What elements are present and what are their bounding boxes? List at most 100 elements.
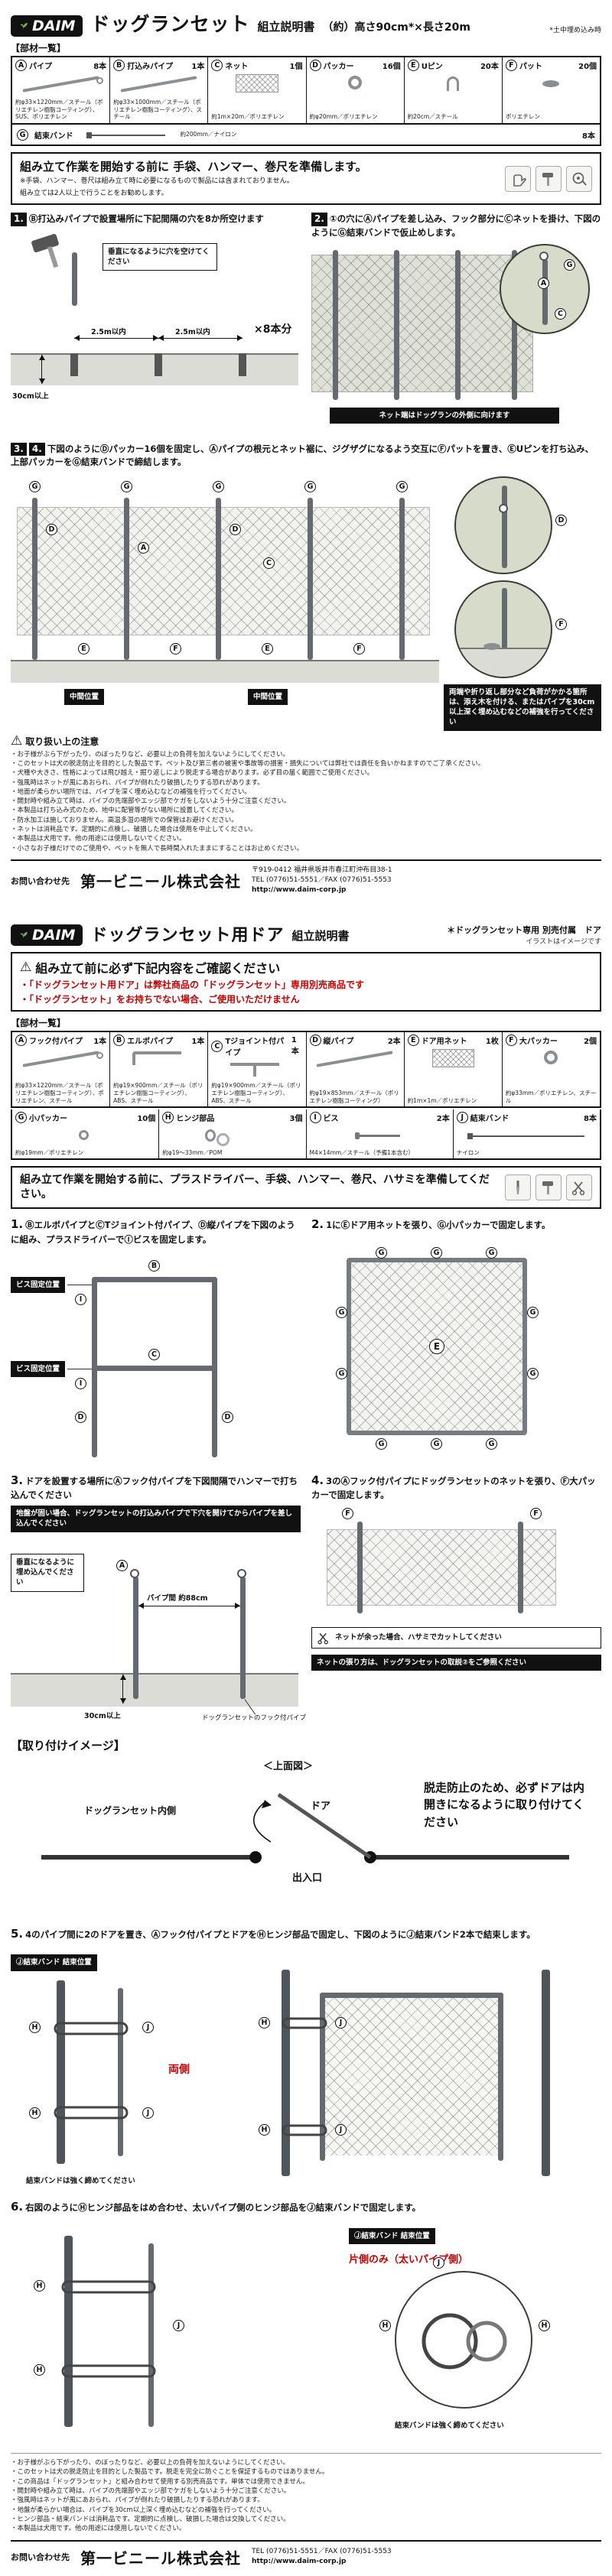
ground-shape xyxy=(11,659,439,683)
hook-shape xyxy=(539,251,549,261)
hinge-links-art xyxy=(61,2280,156,2378)
depth-dimension-line xyxy=(119,1674,126,1704)
part-desc: 約1m×1m／ポリエチレン xyxy=(407,1096,477,1104)
hook-shape xyxy=(237,1568,246,1578)
step-number: 2. xyxy=(311,213,327,226)
sheet2-header: DAIM ドッグランセット用ドア 組立説明書 ＊ドッグランセット専用 別売付属 … xyxy=(11,921,601,947)
confirmation-line: ・「ドッグランセット用ドア」は弊社商品の「ドッグランセット」専用別売商品です xyxy=(20,979,365,991)
part-desc: ナイロン xyxy=(456,1148,480,1156)
hard-ground-warning: 地盤が固い場合、ドッグランセットの打込みパイプで下穴を開けてからパイプを差し込ん… xyxy=(11,1506,301,1532)
net-shape xyxy=(327,1529,556,1606)
doc-type: 組立説明書 xyxy=(291,929,350,944)
base-detail-callout xyxy=(454,580,552,678)
net-outside-note: ネット端はドッグランの外側に向けます xyxy=(330,407,559,424)
inward-opening-warning: 脱走防止のため、必ずドアは内開きになるように取り付けてください xyxy=(424,1780,585,1829)
spacing-label-2: 2.5m以内 xyxy=(175,327,210,336)
tie-position-label: Ⓙ結束バンド 結束位置 xyxy=(349,2228,435,2245)
step-text: 4のパイプ間に2のドアを置き、Ⓐフック付パイプとドアをⒽヒンジ部品で固定し、下図… xyxy=(25,1928,536,1940)
part-qty: 10個 xyxy=(137,1115,156,1124)
part-letter: G xyxy=(17,128,28,141)
label-F: F xyxy=(555,618,567,630)
step-number: 4. xyxy=(311,1473,324,1487)
label-E: E xyxy=(429,1338,444,1354)
door-pipe-shape xyxy=(118,1988,123,2157)
label-G: G xyxy=(527,1367,539,1379)
elbow-pipe-shape xyxy=(92,1276,217,1282)
label-G: G xyxy=(486,1437,497,1450)
caution-line: ・本製品は打ち込み式のため、地中に配管等がない場所に設置してください。 xyxy=(11,807,238,815)
hinge-detail-callout xyxy=(395,2271,532,2409)
part-desc: 約φ19～33mm／POM xyxy=(162,1148,223,1156)
part-qty: 20個 xyxy=(578,63,597,71)
label-E: E xyxy=(78,642,90,655)
dogrun-inside-label: ドッグランセット内側 xyxy=(84,1804,177,1816)
hole-count-label: ×8本分 xyxy=(254,323,292,336)
cable-tie-illustration xyxy=(81,129,173,140)
part-name: ビス xyxy=(323,1115,339,1124)
part-desc: 約φ19×853mm／スチール（ポリエチレン樹脂コーティング） xyxy=(309,1089,399,1104)
pipe-shape xyxy=(518,1522,523,1614)
handling-caution-title: 取り扱い上の注意 xyxy=(25,736,99,747)
door-frame-diagram: B C D D I I ビス固定位置 ビス固定位置 xyxy=(11,1251,301,1465)
caution-line: ・地面が柔らかい場所では、パイプを深く埋め込むなどの補強を行ってください。 xyxy=(11,788,251,796)
pipe-shape xyxy=(308,497,313,660)
part-letter: G xyxy=(15,1112,27,1124)
large-packer-illustration xyxy=(507,1048,595,1068)
pipe-shape xyxy=(394,249,399,400)
doc-type: 組立説明書 xyxy=(257,20,315,34)
confirmation-title-row: ⚠ 組み立て前に必ず下記内容をご確認ください xyxy=(20,958,592,976)
part-desc: ポリエチレン xyxy=(505,113,540,121)
hinge-fit-overview: H H J xyxy=(11,2228,338,2442)
door-label: ドア xyxy=(311,1800,331,1812)
label-H: H xyxy=(34,2364,45,2376)
part-letter: A xyxy=(15,1035,27,1047)
cable-tie-illustration xyxy=(458,1126,595,1145)
part-name: Uピン xyxy=(421,63,443,71)
part-qty: 8本 xyxy=(584,1115,597,1124)
packer-shape xyxy=(348,76,363,89)
tjoint-pipe-shape xyxy=(92,1365,217,1371)
preparation-main-text: 組み立て作業を開始する前に 手袋、ハンマー、巻尺を準備します。 xyxy=(20,160,367,174)
net-shape xyxy=(431,1049,474,1068)
part-desc: 約20cm／スチール xyxy=(407,113,458,121)
label-J: J xyxy=(173,2320,184,2332)
contact-details: 〒919-0412 福井県坂井市春江町沖布目38-1 TEL (0776)51-… xyxy=(252,866,392,895)
sheet1-header: DAIM ドッグランセット 組立説明書 （約）高さ90cm*×長さ20m *土中… xyxy=(11,9,601,37)
label-F: F xyxy=(170,642,181,655)
label-G: G xyxy=(564,258,575,271)
caution-line: ・このセットは犬の脱走防止を目的とした製品です。脱走を完全に防ぐことを保証するも… xyxy=(11,2468,329,2477)
label-G: G xyxy=(486,1246,497,1259)
reinforcement-warning: 両端や折り返し部分など負荷がかかる箇所は、添え木を付ける、またはパイプを30cm… xyxy=(444,684,601,731)
door-preparation-box: 組み立て作業を開始する前に、プラスドライバー、手袋、ハンマー、巻尺、ハサミを準備… xyxy=(11,1166,601,1210)
part-name: パッカー xyxy=(323,63,354,71)
ground-shape xyxy=(456,647,551,677)
pipe-shape xyxy=(22,1051,99,1067)
pipe-shape xyxy=(542,258,548,325)
part-name: 縦パイプ xyxy=(323,1038,354,1047)
pipe-shape xyxy=(316,1051,394,1067)
confirmation-title: 組み立て前に必ず下記内容をご確認ください xyxy=(35,961,281,976)
part-name: 打込みパイプ xyxy=(127,63,174,71)
parts-list-title: 【部材一覧】 xyxy=(11,43,67,54)
pipe-shape xyxy=(512,249,517,400)
label-D: D xyxy=(75,1411,86,1423)
warning-triangle-icon: ⚠ xyxy=(20,959,32,975)
part-name: 小パッカー xyxy=(29,1115,67,1124)
part-name: エルボパイプ xyxy=(127,1038,174,1047)
spacing-dimension-line xyxy=(74,335,158,342)
company-tel-fax: TEL (0776)51-5551／FAX (0776)51-5553 xyxy=(252,2548,392,2556)
pipe-shape xyxy=(357,1522,363,1614)
label-B: B xyxy=(148,1259,160,1272)
step-text: ①の穴にⒶパイプを差し込み、フック部分にⒸネットを掛け、下図のようにⒼ結束バンド… xyxy=(311,213,601,238)
label-E: E xyxy=(262,642,273,655)
tools-illustrations xyxy=(505,1174,592,1201)
scissors-icon xyxy=(317,1632,328,1645)
caution-line: ・この商品は「ドッグランセット」と組み合わせて使用する別売商品です。単体では使用… xyxy=(11,2477,309,2486)
part-letter: J xyxy=(456,1112,468,1124)
